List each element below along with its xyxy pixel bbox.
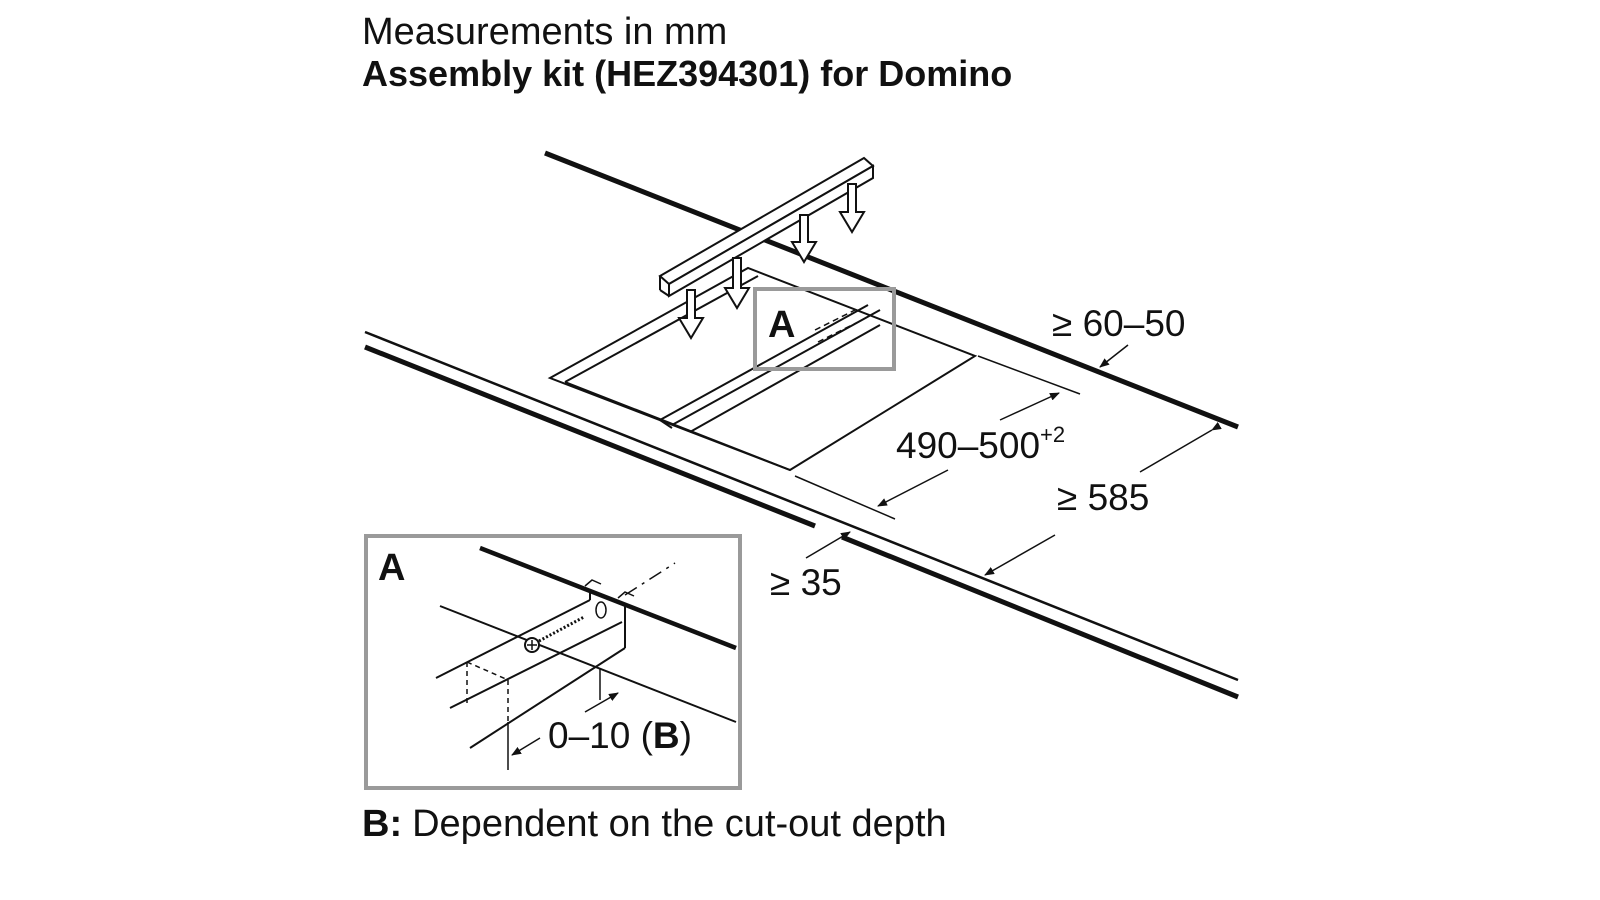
detail-a-inset-frame xyxy=(364,534,742,790)
back-depth-label: ≥ 60–50 xyxy=(1052,303,1185,344)
cutout-outline xyxy=(547,266,978,472)
detail-a-marker-frame xyxy=(753,287,896,371)
detail-a-inset-title: A xyxy=(378,547,405,589)
insert-arrows xyxy=(677,183,866,340)
assembly-rail xyxy=(658,156,875,298)
detail-a-drawing xyxy=(435,545,737,770)
detail-a-marker-contents xyxy=(814,309,859,343)
footnote: B:Dependent on the cut-out depth xyxy=(362,803,947,845)
front-edge-leader xyxy=(805,531,851,559)
cutout-depth-dimension xyxy=(794,355,1081,520)
page-title: Measurements in mm xyxy=(362,11,727,53)
cutout-depth-label: 490–500+2 xyxy=(896,422,1065,466)
worktop-depth-label: ≥ 585 xyxy=(1057,477,1149,518)
back-depth-leader xyxy=(1099,344,1129,368)
detail-a-marker-label: A xyxy=(768,304,795,346)
detail-offset-dimension xyxy=(511,692,619,756)
worktop-front-edge xyxy=(364,330,1239,700)
front-edge-label: ≥ 35 xyxy=(770,562,842,603)
detail-offset-label: 0–10 (B) xyxy=(548,715,692,756)
worktop-depth-dimension xyxy=(984,422,1222,576)
screw-icon xyxy=(524,615,585,653)
page-subtitle: Assembly kit (HEZ394301) for Domino xyxy=(362,53,1012,94)
